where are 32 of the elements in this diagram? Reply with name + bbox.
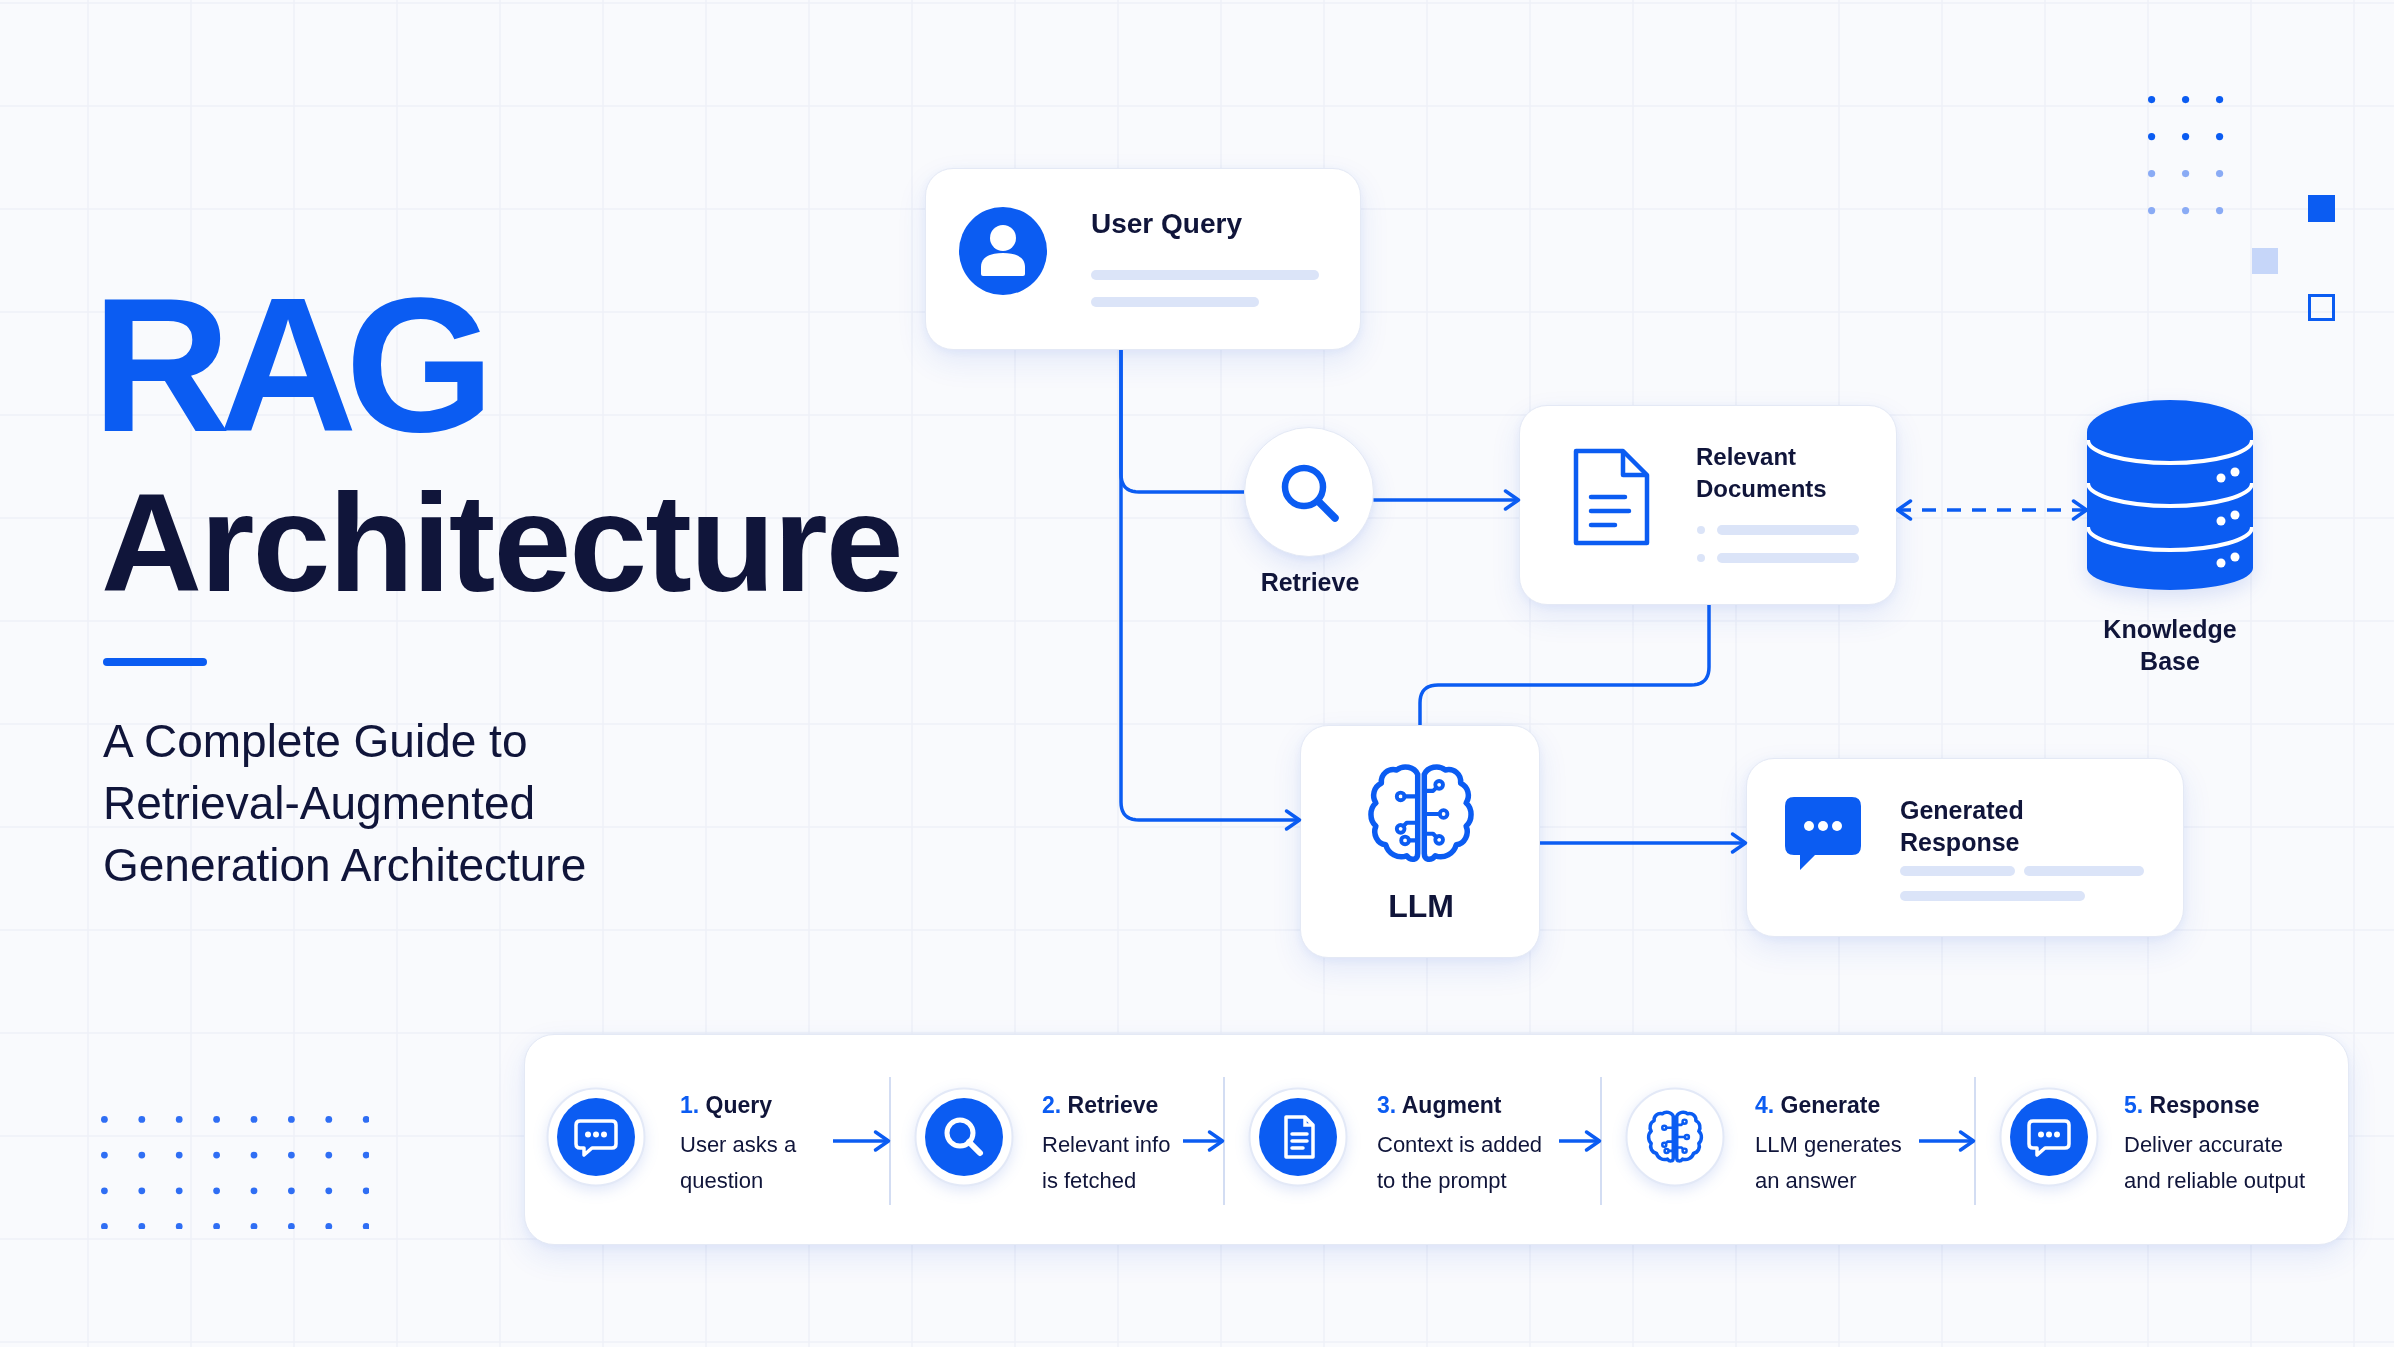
steps-panel: [524, 1034, 2349, 1245]
arrow: [1540, 832, 1748, 854]
step-title: 4. Generate: [1755, 1091, 1882, 1119]
arrow: [1919, 1130, 1976, 1152]
llm-card: [1300, 725, 1540, 958]
step-title: 1. Query: [680, 1091, 774, 1119]
arrow: [1183, 1130, 1225, 1152]
node-title: User Query: [1091, 207, 1243, 241]
node-label: Retrieve: [1259, 567, 1361, 597]
step-description: Deliver accurate and reliable output: [2124, 1131, 2307, 1195]
arrow: [1559, 1130, 1602, 1152]
step-title: 5. Response: [2124, 1091, 2261, 1119]
step-title: 3. Augment: [1377, 1091, 1503, 1119]
node-title: LLM: [1387, 887, 1455, 925]
step-description: User asks a question: [680, 1131, 798, 1195]
step-description: LLM generates an answer: [1755, 1131, 1903, 1195]
step-title: 2. Retrieve: [1042, 1091, 1160, 1119]
step-description: Context is added to the prompt: [1377, 1131, 1544, 1195]
node-label: Knowledge Base: [2102, 614, 2238, 677]
node-title: Generated Response: [1900, 795, 2025, 858]
arrow: [1119, 350, 1302, 831]
step-description: Relevant info is fetched: [1042, 1131, 1172, 1195]
main-title: RAG Architecture: [92, 269, 902, 613]
subtitle: A Complete Guide to Retrieval-Augmented Generation Architecture: [103, 714, 588, 893]
dashed-double-arrow: [1895, 499, 2089, 521]
connector-line: [1418, 605, 1711, 725]
query-card: [925, 168, 1361, 350]
node-title: Relevant Documents: [1696, 442, 1828, 504]
arrow: [833, 1130, 891, 1152]
documents-card: [1519, 405, 1897, 605]
response-card: [1746, 758, 2184, 937]
arrow: [1373, 489, 1521, 511]
